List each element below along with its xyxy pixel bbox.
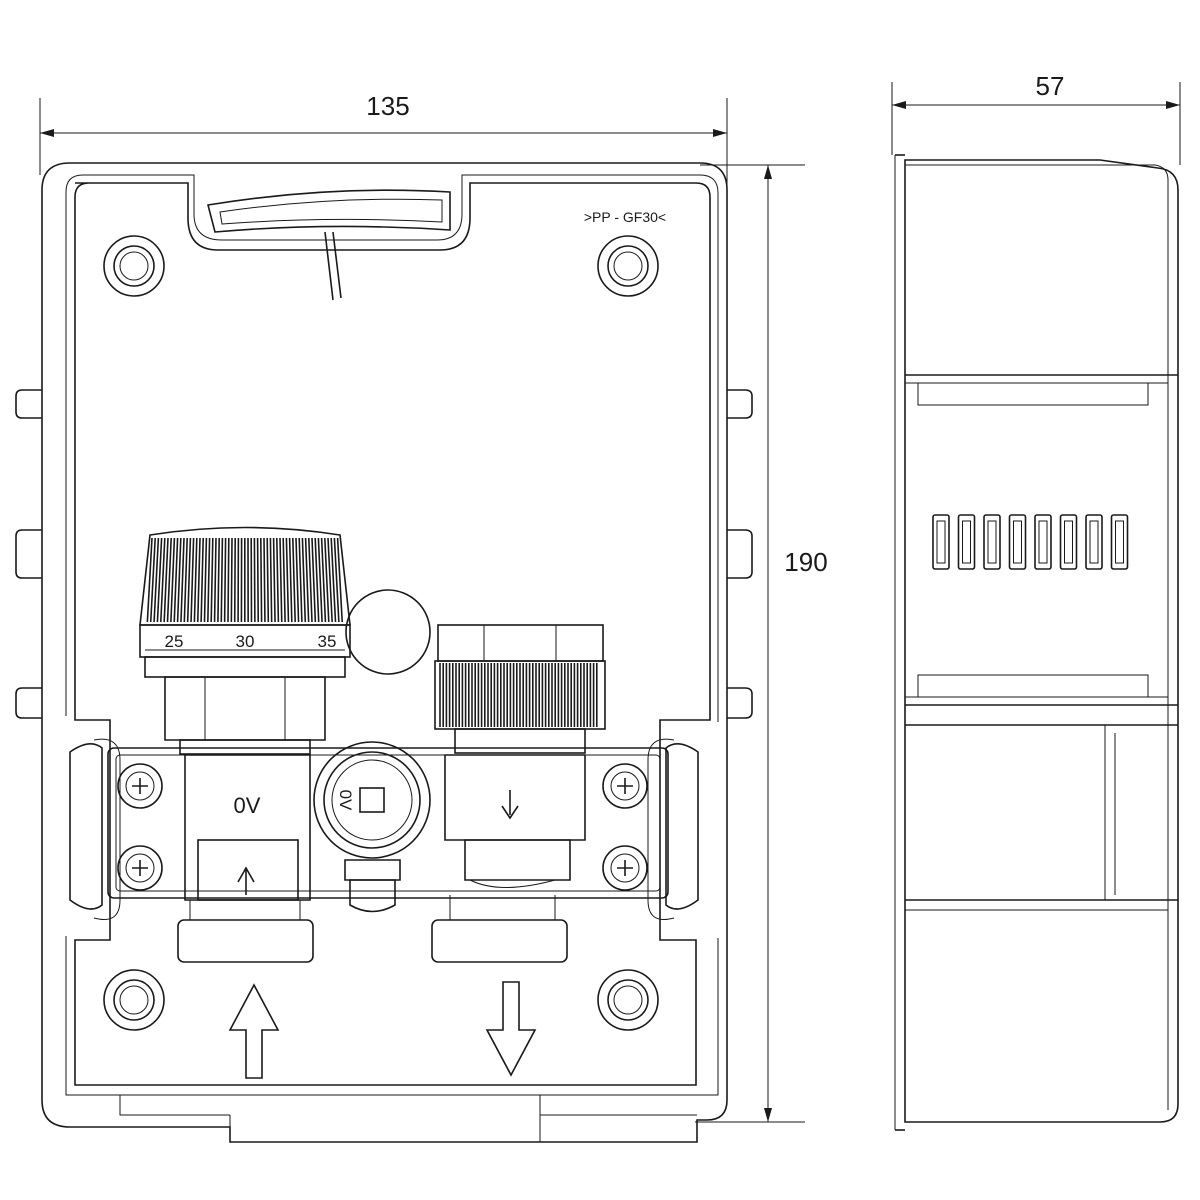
mount-hole-top-right (597, 235, 659, 297)
scale-35: 35 (318, 632, 337, 651)
vent-slots (932, 514, 1129, 570)
mount-hole-bottom-right (597, 969, 659, 1031)
width-label: 135 (366, 91, 409, 121)
phillips-screw-icon (117, 763, 163, 809)
phillips-screw-icon (602, 763, 648, 809)
thermostat-knob: 25 30 35 (139, 526, 351, 755)
dimension-depth: 57 (891, 71, 1181, 165)
scale-25: 25 (165, 632, 184, 651)
dimension-height: 190 (695, 164, 828, 1123)
mount-hole-bottom-left (103, 969, 165, 1031)
material-label: >PP - GF30< (584, 209, 666, 225)
valve-mark-rotated: 0V (336, 790, 355, 811)
side-view (894, 154, 1179, 1131)
phillips-screw-icon (117, 845, 163, 891)
arrow-down-icon (485, 981, 537, 1077)
dimension-width: 135 (39, 91, 728, 190)
bypass-valve: 0V (313, 741, 431, 913)
front-view: >PP - GF30< (15, 162, 753, 1143)
mount-hole-top-left (103, 235, 165, 297)
phillips-screw-icon (602, 845, 648, 891)
valve-mark: 0V (234, 793, 261, 818)
flow-knob (434, 624, 606, 754)
scale-30: 30 (236, 632, 255, 651)
arrow-up-icon (228, 983, 280, 1079)
height-label: 190 (784, 547, 827, 577)
depth-label: 57 (1036, 71, 1065, 101)
